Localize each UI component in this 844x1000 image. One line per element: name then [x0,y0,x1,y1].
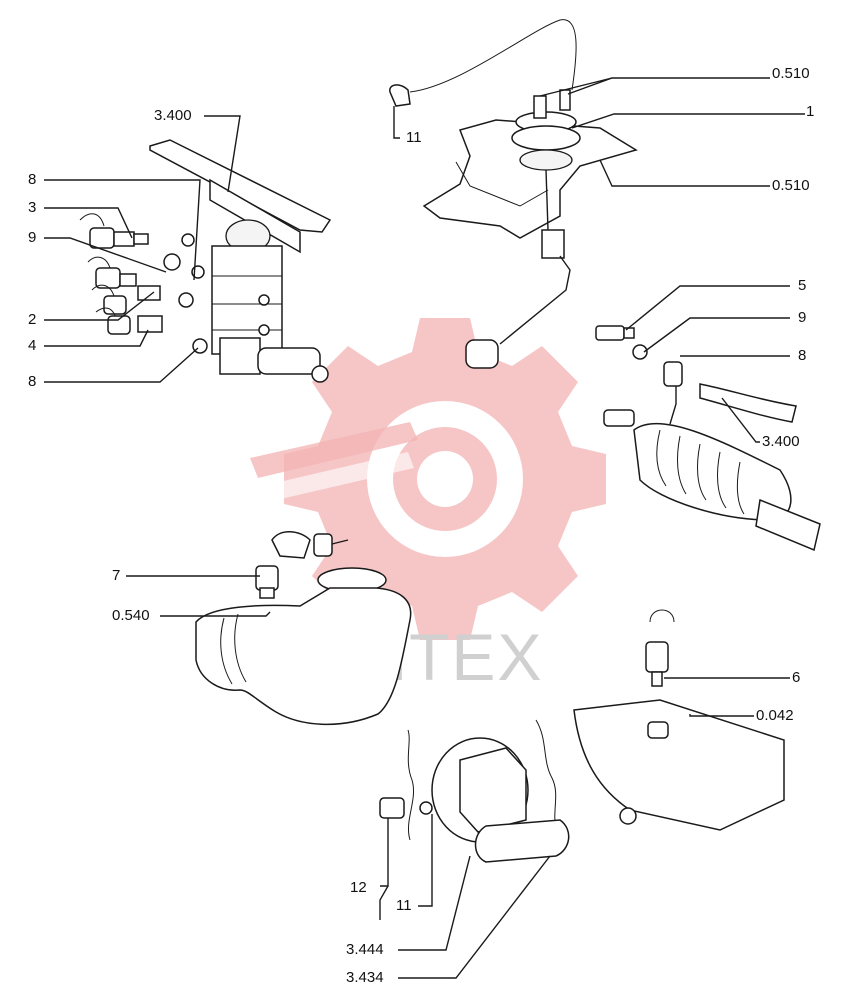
pressure-switch-4 [95,307,163,335]
callout-3444: 3.444 [346,941,384,958]
callout-3400-right: 3.400 [762,433,800,450]
callout-1: 1 [806,103,814,120]
callout-0042: 0.042 [756,707,794,724]
callout-3434: 3.434 [346,969,384,986]
callout-labels: 0.510 1 0.510 11 3.400 8 3 9 2 4 8 5 9 8… [28,65,814,986]
callout-11-top: 11 [406,129,422,146]
air-cleaner-housing [195,567,412,726]
callout-8-top-left: 8 [28,171,36,188]
callout-9-right: 9 [798,309,806,326]
callout-9-left: 9 [28,229,36,246]
air-hose [699,383,797,423]
pressure-switch-9 [87,256,137,289]
callout-3: 3 [28,199,36,216]
callout-12: 12 [350,879,367,896]
transmission-housing-right [573,699,785,831]
banjo-fitting-8-right [663,361,683,387]
callout-6: 6 [792,669,800,686]
callout-3400-left: 3.400 [154,107,192,124]
pressure-sender-12 [379,797,433,819]
callout-8-right: 8 [798,347,806,364]
pressure-switch-3 [79,213,149,249]
callout-2: 2 [28,311,36,328]
fuel-sender-tube [389,19,577,107]
washer-9-right [632,344,648,360]
callout-4: 4 [28,337,36,354]
pressure-switch-2 [91,284,194,315]
sensor-5 [595,325,635,341]
float-arm [465,169,571,369]
fuel-tank-section [422,119,638,239]
fuel-sender-flange [511,89,581,171]
transmission-housing-left [407,719,570,863]
connector-plug-top [271,531,349,559]
sensor-6 [645,609,675,739]
sensor-7 [255,565,279,599]
watermark-gear-logo [250,318,606,640]
callout-5: 5 [798,277,806,294]
bellows-cylinder [603,409,821,552]
leader-lines [44,77,805,979]
callout-0510-top: 0.510 [772,65,810,82]
switch-nut-3 [163,253,181,271]
callout-11-bottom: 11 [396,897,412,914]
callout-8-bottom-left: 8 [28,373,36,390]
callout-0540: 0.540 [112,607,150,624]
pedal-valve-assembly [149,139,332,383]
callout-0510-mid: 0.510 [772,177,810,194]
callout-7: 7 [112,567,120,584]
